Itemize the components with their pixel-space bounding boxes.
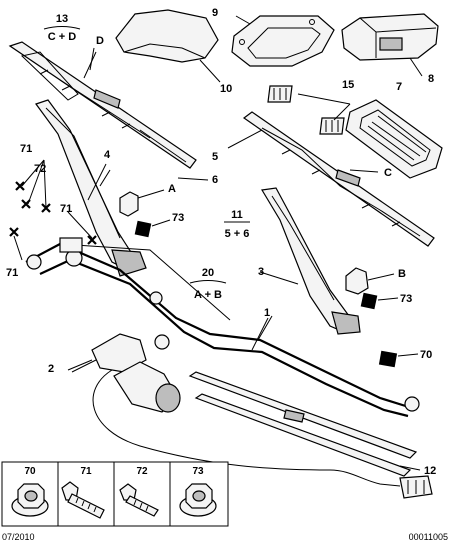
nut-part-70: [378, 350, 419, 368]
callout-12: 12: [424, 465, 436, 477]
flanged-nut-icon: [11, 483, 49, 517]
callout-13-sub: C + D: [48, 31, 76, 43]
callout-3: 3: [258, 266, 264, 278]
module-part-8: [341, 13, 439, 77]
callout-73-a: 73: [172, 212, 184, 224]
callout-73-b: 73: [400, 293, 412, 305]
cap-A: [119, 189, 165, 217]
flanged-nut-icon: [179, 483, 217, 517]
callout-A: A: [168, 183, 176, 195]
wiper-motor-part-2: [67, 333, 181, 413]
callout-20: 20: [202, 267, 214, 279]
legend-number-70: 70: [24, 466, 36, 477]
callout-71-b: 71: [60, 203, 72, 215]
legend-number-71: 71: [80, 466, 92, 477]
callout-4: 4: [104, 149, 111, 161]
wiper-arm-part-3: [261, 187, 361, 335]
nut-part-73-left: [134, 219, 171, 238]
cover-part-10: [115, 9, 221, 83]
bracket-part-9: [231, 15, 335, 67]
callout-20-sub: A + B: [194, 289, 222, 301]
legend-number-73: 73: [192, 466, 204, 477]
cap-B: [345, 267, 395, 295]
leader-lines: [13, 47, 379, 373]
callout-72: 72: [34, 163, 46, 175]
footer-date: 07/2010: [2, 532, 35, 542]
screw-icon: [119, 483, 159, 517]
callout-5: 5: [212, 151, 218, 163]
nut-part-73-right: [360, 292, 399, 310]
callout-B: B: [398, 268, 406, 280]
callout-1: 1: [264, 307, 270, 319]
callout-13: 13: [56, 13, 68, 25]
callout-11-sub: 5 + 6: [225, 228, 250, 240]
fastener-legend: 70 71 72 73: [1, 461, 229, 527]
callout-71-a: 71: [20, 143, 32, 155]
slats-part-15: [267, 85, 345, 135]
linkage-rods-part-12: [188, 371, 421, 477]
callout-C: C: [384, 167, 392, 179]
bolt-icon: [61, 481, 105, 519]
filter-frame-part-7: [345, 99, 443, 179]
footer-reference: 00011005: [409, 532, 448, 542]
callout-9: 9: [212, 7, 218, 19]
callout-10: 10: [220, 83, 232, 95]
screw-markers-72: [9, 159, 97, 245]
harness-connector: [399, 475, 433, 499]
callout-11: 11: [231, 209, 243, 221]
legend-number-72: 72: [136, 466, 148, 477]
wiper-linkage-part-1: [25, 237, 420, 418]
callout-8: 8: [428, 73, 434, 85]
callout-D: D: [96, 35, 104, 47]
wiper-arm-part-4: [35, 99, 147, 277]
wiper-blade-D: [8, 41, 197, 169]
wiper-blade-C: [242, 111, 435, 247]
callout-15: 15: [342, 79, 354, 91]
callout-6: 6: [212, 174, 218, 186]
callout-2: 2: [48, 363, 54, 375]
callout-7: 7: [396, 81, 402, 93]
callout-71-c: 71: [6, 267, 18, 279]
callout-70: 70: [420, 349, 432, 361]
